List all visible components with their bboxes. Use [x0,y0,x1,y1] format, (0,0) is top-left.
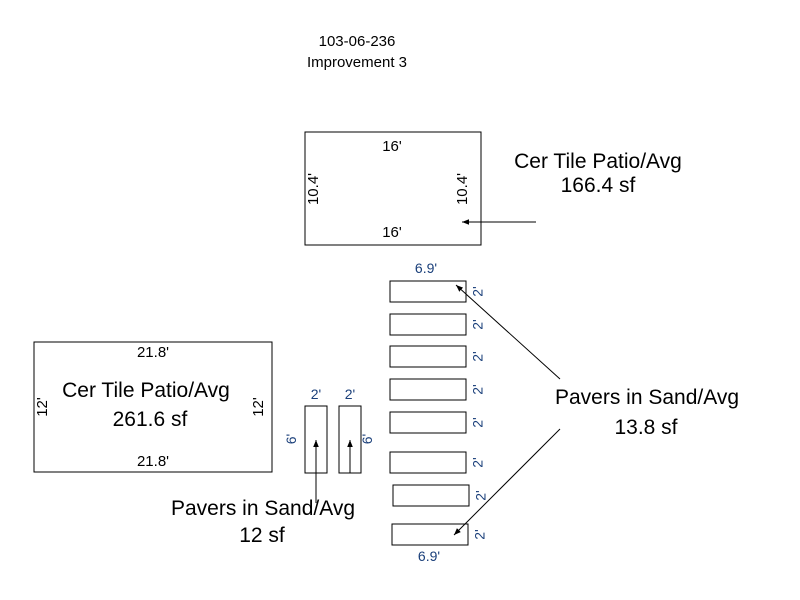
paver-slab [389,345,467,368]
paver-slab [389,451,467,474]
paver-slab-width: 2' [470,351,486,361]
pavers-small: 2' 2' 6' 6' Pavers in Sand/Avg 12 sf [171,386,375,547]
paver-slab [392,484,470,507]
paver-slab-width: 2' [470,286,486,296]
pavers-column: 6.9' 2' 2' 2' 2' 2' 2' 2' 2' 6.9' Pavers in San… [389,260,739,564]
paver-slab [389,280,467,303]
pavers-small-area: 12 sf [239,524,285,547]
patio-left: 21.8' 21.8' 12' 12' Cer Tile Patio/Avg 2… [33,341,273,473]
paver-slab-width: 2' [470,384,486,394]
parcel-id: 103-06-236 [319,33,396,50]
paver-slab-width: 2' [472,529,488,539]
patio-top-outline [304,131,482,246]
patio-top-dim-top: 16' [382,138,402,155]
patio-top-dim-right: 10.4' [454,173,471,205]
patio-left-dim-right: 12' [250,397,267,417]
paver-small-2-length: 6' [359,434,375,444]
pavers-column-length-bottom: 6.9' [418,548,440,564]
patio-left-dim-bottom: 21.8' [137,453,169,470]
paver-slab [389,378,467,401]
patio-top-dim-left: 10.4' [305,173,322,205]
paver-small-1-width: 2' [311,386,321,402]
patio-top: 16' 16' 10.4' 10.4' Cer Tile Patio/Avg 1… [304,131,682,246]
paver-slab-width: 2' [470,457,486,467]
paver-slab-width: 2' [473,490,489,500]
paver-stack: 2' 2' 2' 2' 2' 2' 2' 2' [389,280,489,546]
paver-slab-width: 2' [470,417,486,427]
patio-left-dim-top: 21.8' [137,344,169,361]
paver-small-1-length: 6' [283,434,299,444]
pavers-column-area: 13.8 sf [614,416,677,439]
pavers-small-name: Pavers in Sand/Avg [171,497,355,520]
improvement-label: Improvement 3 [307,54,407,71]
paver-slab [391,523,469,546]
pavers-column-arrow-bottom [453,428,561,536]
patio-top-dim-bottom: 16' [382,224,402,241]
patio-left-name: Cer Tile Patio/Avg [62,379,230,402]
paver-slab [389,313,467,336]
patio-left-dim-left: 12' [34,397,51,417]
patio-left-area: 261.6 sf [113,408,188,431]
patio-left-outline [33,341,273,473]
paver-slab-width: 2' [470,319,486,329]
patio-top-area: 166.4 sf [561,174,636,197]
pavers-column-length-top: 6.9' [415,260,437,276]
pavers-column-name: Pavers in Sand/Avg [555,386,739,409]
pavers-column-arrow-top [455,284,561,380]
paver-small-2-width: 2' [345,386,355,402]
paver-slab [389,411,467,434]
patio-top-name: Cer Tile Patio/Avg [514,150,682,173]
